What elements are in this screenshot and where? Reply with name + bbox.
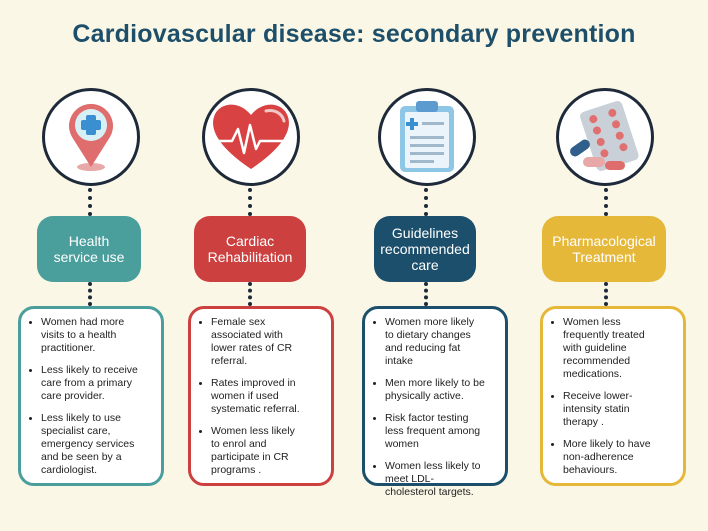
connector-dots bbox=[604, 282, 608, 306]
heart-heartbeat-icon bbox=[208, 104, 294, 169]
bullet-item: Less likely to receive care from a prima… bbox=[41, 364, 155, 403]
bullet-item: Receive lower- intensity statin therapy … bbox=[563, 390, 677, 429]
heading-health-service-use: Health service use bbox=[37, 216, 141, 282]
column-cardiac-rehabilitation: Cardiac Rehabilitation Female sex associ… bbox=[186, 0, 346, 531]
heading-cardiac-rehabilitation: Cardiac Rehabilitation bbox=[194, 216, 306, 282]
bullet-item: Women had more visits to a health practi… bbox=[41, 316, 155, 355]
bullet-item: Women less frequently treated with guide… bbox=[563, 316, 677, 381]
connector-dots bbox=[604, 188, 608, 216]
connector-dots bbox=[88, 188, 92, 216]
connector-dots bbox=[424, 188, 428, 216]
medical-clipboard-icon bbox=[400, 101, 454, 172]
card-pharmacological: Women less frequently treated with guide… bbox=[540, 306, 686, 486]
card-cardiac-rehabilitation: Female sex associated with lower rates o… bbox=[188, 306, 334, 486]
bullet-item: Men more likely to be physically active. bbox=[385, 377, 499, 403]
bullet-item: Risk factor testing less frequent among … bbox=[385, 412, 499, 451]
column-health-service-use: Health service use Women had more visits… bbox=[14, 0, 174, 531]
page-title: Cardiovascular disease: secondary preven… bbox=[72, 20, 636, 48]
pharma-icon-circle bbox=[556, 88, 654, 186]
bullet-item: Less likely to use specialist care, emer… bbox=[41, 412, 155, 477]
connector-dots bbox=[248, 188, 252, 216]
bullet-item: Women more likely to dietary changes and… bbox=[385, 316, 499, 368]
bullet-item: Rates improved in women if used systemat… bbox=[211, 377, 325, 416]
card-guidelines: Women more likely to dietary changes and… bbox=[362, 306, 508, 498]
bullet-item: Women less likely to meet LDL- cholester… bbox=[385, 460, 499, 499]
column-pharmacological: Pharmacological Treatment Women less fre… bbox=[534, 0, 694, 531]
cardiac-icon-circle bbox=[202, 88, 300, 186]
health-icon-circle bbox=[42, 88, 140, 186]
connector-dots bbox=[424, 282, 428, 306]
card-health-service-use: Women had more visits to a health practi… bbox=[18, 306, 164, 486]
location-pin-medical-cross-icon bbox=[69, 103, 113, 171]
bullet-item: More likely to have non-adherence behavi… bbox=[563, 438, 677, 477]
heading-pharmacological: Pharmacological Treatment bbox=[542, 216, 666, 282]
bullet-item: Female sex associated with lower rates o… bbox=[211, 316, 325, 368]
heading-guidelines: Guidelines recommended care bbox=[374, 216, 476, 282]
column-guidelines: Guidelines recommended care Women more l… bbox=[360, 0, 520, 531]
connector-dots bbox=[248, 282, 252, 306]
pills-blister-pack-icon bbox=[570, 100, 639, 171]
guidelines-icon-circle bbox=[378, 88, 476, 186]
bullet-item: Women less likely to enrol and participa… bbox=[211, 425, 325, 477]
connector-dots bbox=[88, 282, 92, 306]
